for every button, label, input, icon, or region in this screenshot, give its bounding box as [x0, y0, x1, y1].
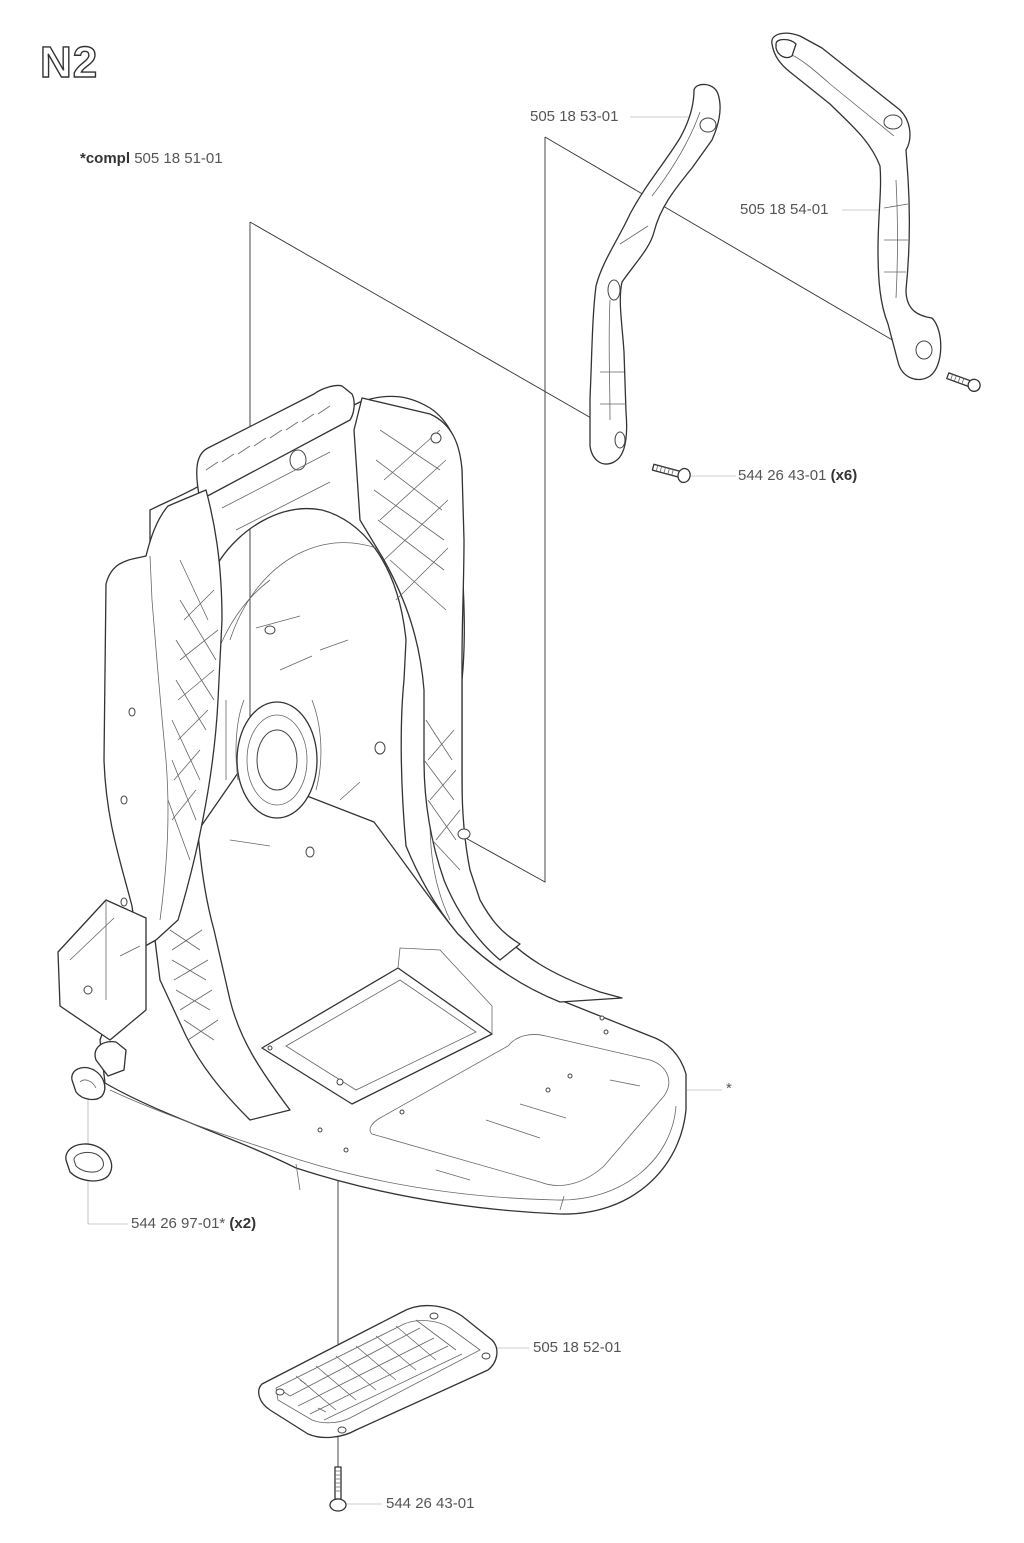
- part-number: 544 26 97-01*: [131, 1215, 226, 1232]
- compl-prefix: *compl: [80, 150, 131, 167]
- part-label-grid-plate: 505 18 52-01: [533, 1339, 621, 1356]
- part-label-frame: *: [726, 1080, 732, 1097]
- part-label-screw-plate: 544 26 43-01: [386, 1495, 474, 1512]
- grid-plate: [258, 1304, 498, 1439]
- part-label-strap-right: 505 18 54-01: [740, 201, 828, 218]
- compl-number: 505 18 51-01: [134, 150, 223, 167]
- screw-icons: [329, 372, 981, 1512]
- part-number: *: [726, 1080, 732, 1097]
- part-number: 544 26 43-01: [386, 1495, 475, 1512]
- part-number: 505 18 52-01: [533, 1339, 622, 1356]
- part-qty: (x2): [229, 1215, 257, 1232]
- ring-icon: [65, 1066, 113, 1182]
- part-number: 505 18 54-01: [740, 201, 829, 218]
- page-code: N2: [39, 37, 99, 87]
- part-label-screw-straps: 544 26 43-01 (x6): [738, 467, 857, 484]
- strap-right: [771, 32, 942, 381]
- part-label-strap-left: 505 18 53-01: [530, 108, 618, 125]
- part-label-ring: 544 26 97-01* (x2): [131, 1215, 256, 1232]
- part-number: 505 18 53-01: [530, 108, 619, 125]
- strap-left: [589, 83, 721, 465]
- compl-note: *compl 505 18 51-01: [80, 150, 223, 167]
- backpack-frame: [57, 384, 687, 1215]
- part-qty: (x6): [830, 467, 858, 484]
- part-number: 544 26 43-01: [738, 467, 827, 484]
